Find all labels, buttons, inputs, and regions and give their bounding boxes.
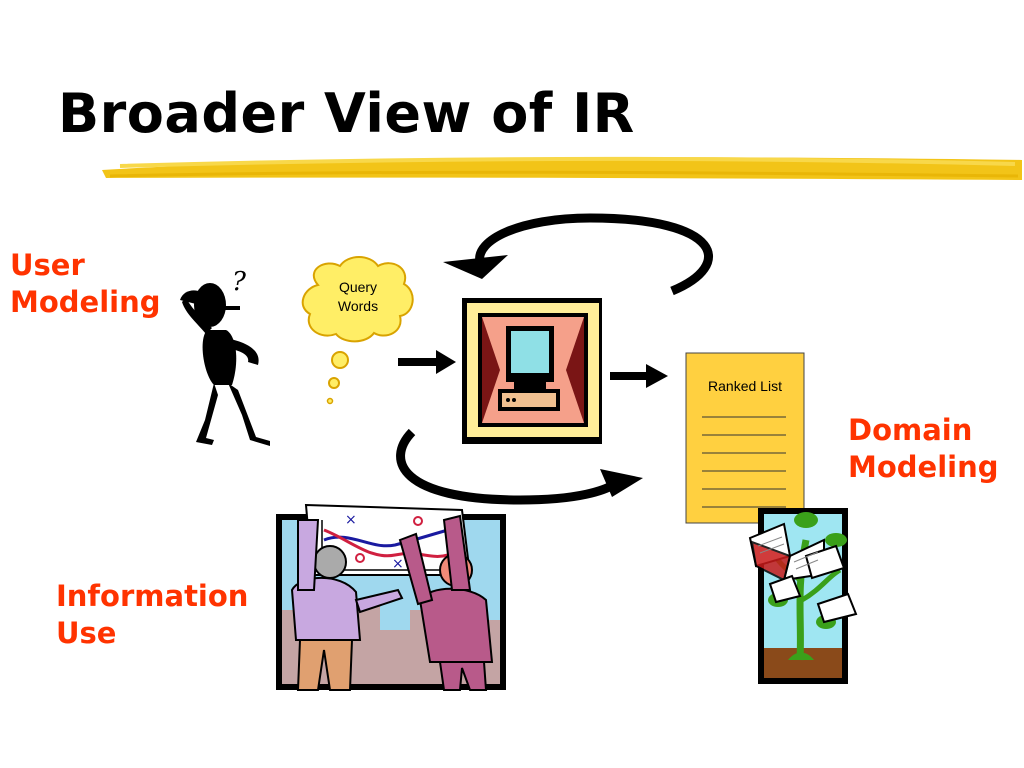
- user-modeling-line-1: User: [10, 248, 85, 282]
- arrow-to-computer: [398, 350, 456, 374]
- svg-text:×: ×: [392, 556, 404, 572]
- domain-modeling-line-1: Domain: [848, 413, 973, 447]
- computer-icon: [462, 298, 602, 444]
- feedback-arrow-bottom: [396, 428, 643, 505]
- query-words-line-1: Query: [338, 279, 378, 295]
- ranked-list-title: Ranked List: [708, 378, 782, 394]
- information-use-line-2: Use: [56, 616, 117, 650]
- arrow-to-list: [610, 364, 668, 388]
- information-use-label: Information Use: [56, 578, 248, 652]
- ranked-list-icon: [685, 352, 805, 524]
- information-use-line-1: Information: [56, 579, 249, 613]
- domain-modeling-line-2: Modeling: [848, 450, 999, 484]
- feedback-arrow-top: [443, 213, 713, 296]
- user-modeling-line-2: Modeling: [10, 285, 161, 319]
- thinking-person-icon: ?: [180, 267, 270, 446]
- slide-title: Broader View of IR: [58, 82, 635, 145]
- title-underline: [102, 156, 1022, 180]
- book-tree-icon: [748, 508, 858, 684]
- people-with-chart-icon: × ×: [276, 503, 506, 691]
- query-words-text: Query Words: [316, 278, 400, 316]
- domain-modeling-label: Domain Modeling: [848, 412, 999, 486]
- svg-text:?: ?: [232, 267, 247, 297]
- user-modeling-label: User Modeling: [10, 247, 161, 321]
- thought-bubble: [301, 256, 414, 405]
- query-words-line-2: Words: [337, 298, 379, 314]
- svg-text:×: ×: [345, 512, 357, 528]
